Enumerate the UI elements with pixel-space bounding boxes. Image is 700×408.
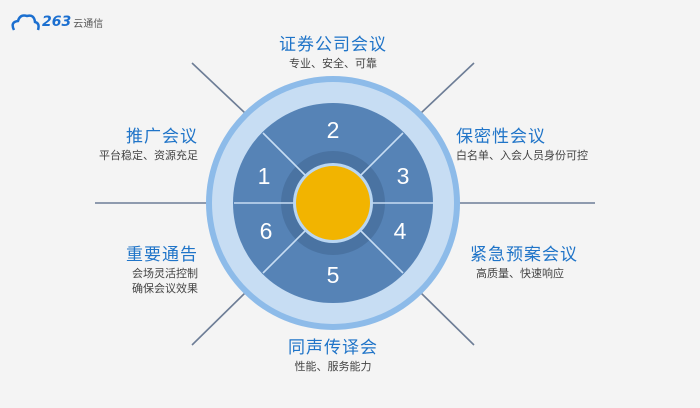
- connector-top-right: [420, 62, 475, 114]
- cloud-icon: [11, 14, 40, 31]
- segment-dividers: [234, 132, 433, 274]
- feature-title: 重要通告: [126, 245, 198, 265]
- connector-top-left: [191, 62, 246, 114]
- feature-desc: 确保会议效果: [132, 282, 198, 295]
- segment-5: 5: [327, 262, 340, 288]
- feature-title: 保密性会议: [456, 127, 546, 147]
- segment-3: 3: [397, 163, 410, 189]
- feature-desc: 高质量、快速响应: [476, 267, 564, 280]
- connector-lines: [95, 62, 595, 346]
- feature-desc: 性能、服务能力: [294, 360, 372, 373]
- feature-confidential-meeting: 保密性会议 白名单、入会人员身份可控: [456, 126, 656, 163]
- segment-4: 4: [394, 218, 407, 244]
- feature-title: 证券公司会议: [279, 35, 387, 55]
- feature-desc: 会场灵活控制: [132, 267, 198, 280]
- feature-emergency-meeting: 紧急预案会议 高质量、快速响应: [470, 244, 670, 281]
- feature-title: 紧急预案会议: [470, 245, 578, 265]
- feature-simultaneous-interpretation: 同声传译会 性能、服务能力: [233, 337, 433, 374]
- feature-desc: 白名单、入会人员身份可控: [456, 149, 588, 162]
- logo: 263 云通信: [10, 12, 103, 32]
- feature-title: 同声传译会: [288, 338, 378, 358]
- feature-important-notice: 重要通告 会场灵活控制 确保会议效果: [40, 244, 198, 296]
- feature-title: 推广会议: [126, 127, 198, 147]
- connector-bottom-right: [420, 292, 475, 346]
- segment-2: 2: [327, 117, 340, 143]
- logo-name: 云通信: [73, 18, 104, 30]
- segment-1: 1: [258, 163, 271, 189]
- feature-securities-meeting: 证券公司会议 专业、安全、可靠: [233, 34, 433, 71]
- core-circle: [296, 166, 370, 240]
- feature-desc: 平台稳定、资源充足: [99, 149, 198, 162]
- feature-promotion-meeting: 推广会议 平台稳定、资源充足: [40, 126, 198, 163]
- segment-6: 6: [260, 218, 273, 244]
- logo-number: 263: [42, 14, 72, 30]
- feature-desc: 专业、安全、可靠: [289, 57, 377, 70]
- connector-bottom-left: [191, 292, 246, 346]
